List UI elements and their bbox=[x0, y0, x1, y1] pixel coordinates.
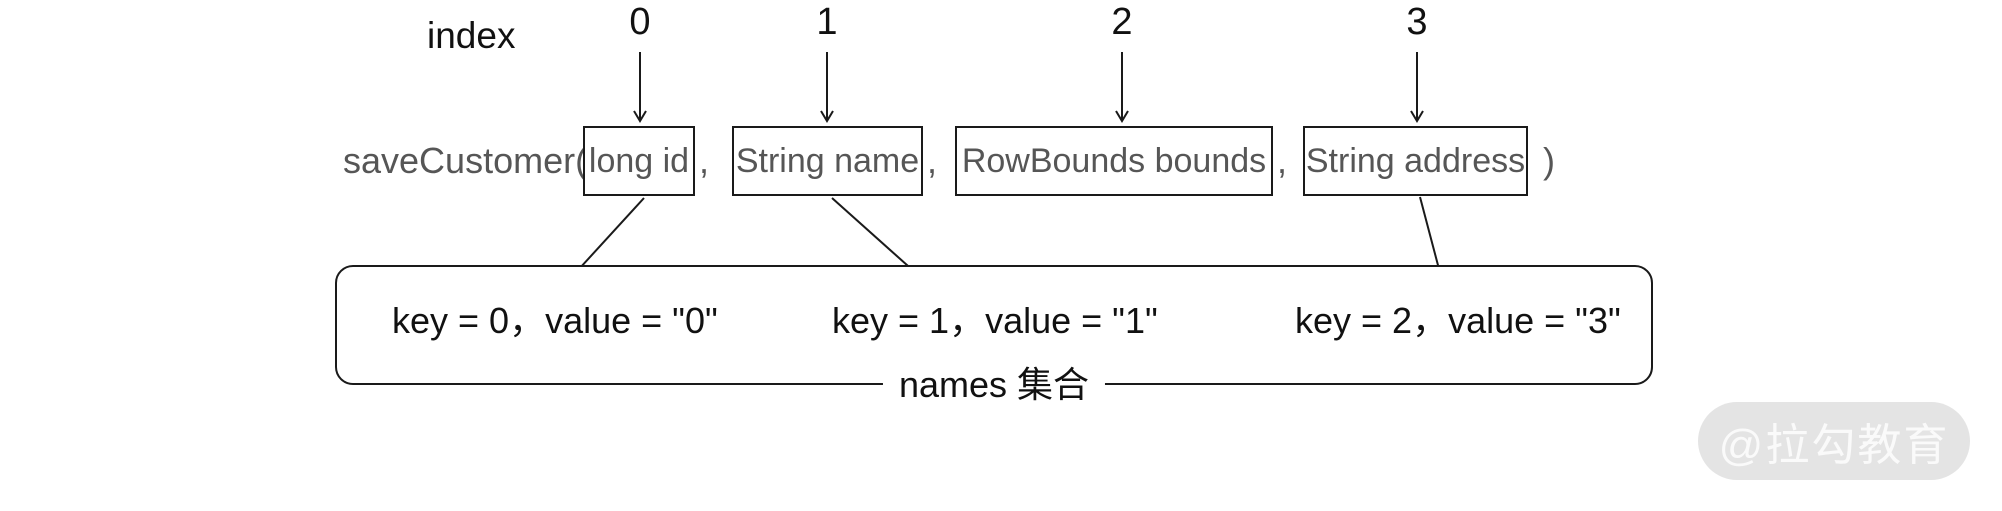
signature-comma-3: , bbox=[1277, 140, 1288, 181]
index-number-1: 1 bbox=[816, 1, 838, 43]
index-number-0: 0 bbox=[629, 1, 651, 43]
param-box-string-name: String name bbox=[732, 126, 923, 196]
names-collection-box: names 集合 bbox=[335, 265, 1653, 407]
method-signature-close-paren: ) bbox=[1543, 140, 1555, 181]
method-signature-prefix: saveCustomer( bbox=[343, 140, 588, 181]
watermark-badge: @拉勾教育 bbox=[1698, 402, 1970, 480]
param-box-string-address: String address bbox=[1303, 126, 1528, 196]
index-number-3: 3 bbox=[1406, 1, 1428, 43]
map-entry-0: key = 0，value = "0" bbox=[392, 300, 718, 341]
param-box-rowbounds-bounds: RowBounds bounds bbox=[955, 126, 1273, 196]
signature-comma-2: , bbox=[927, 140, 938, 181]
names-collection-label: names 集合 bbox=[882, 362, 1106, 407]
map-entry-2: key = 2，value = "3" bbox=[1295, 300, 1621, 341]
signature-comma-1: , bbox=[699, 140, 710, 181]
map-entry-1: key = 1，value = "1" bbox=[832, 300, 1158, 341]
index-row-label: index bbox=[427, 15, 516, 56]
index-number-2: 2 bbox=[1111, 1, 1133, 43]
param-box-long-id: long id bbox=[583, 126, 695, 196]
